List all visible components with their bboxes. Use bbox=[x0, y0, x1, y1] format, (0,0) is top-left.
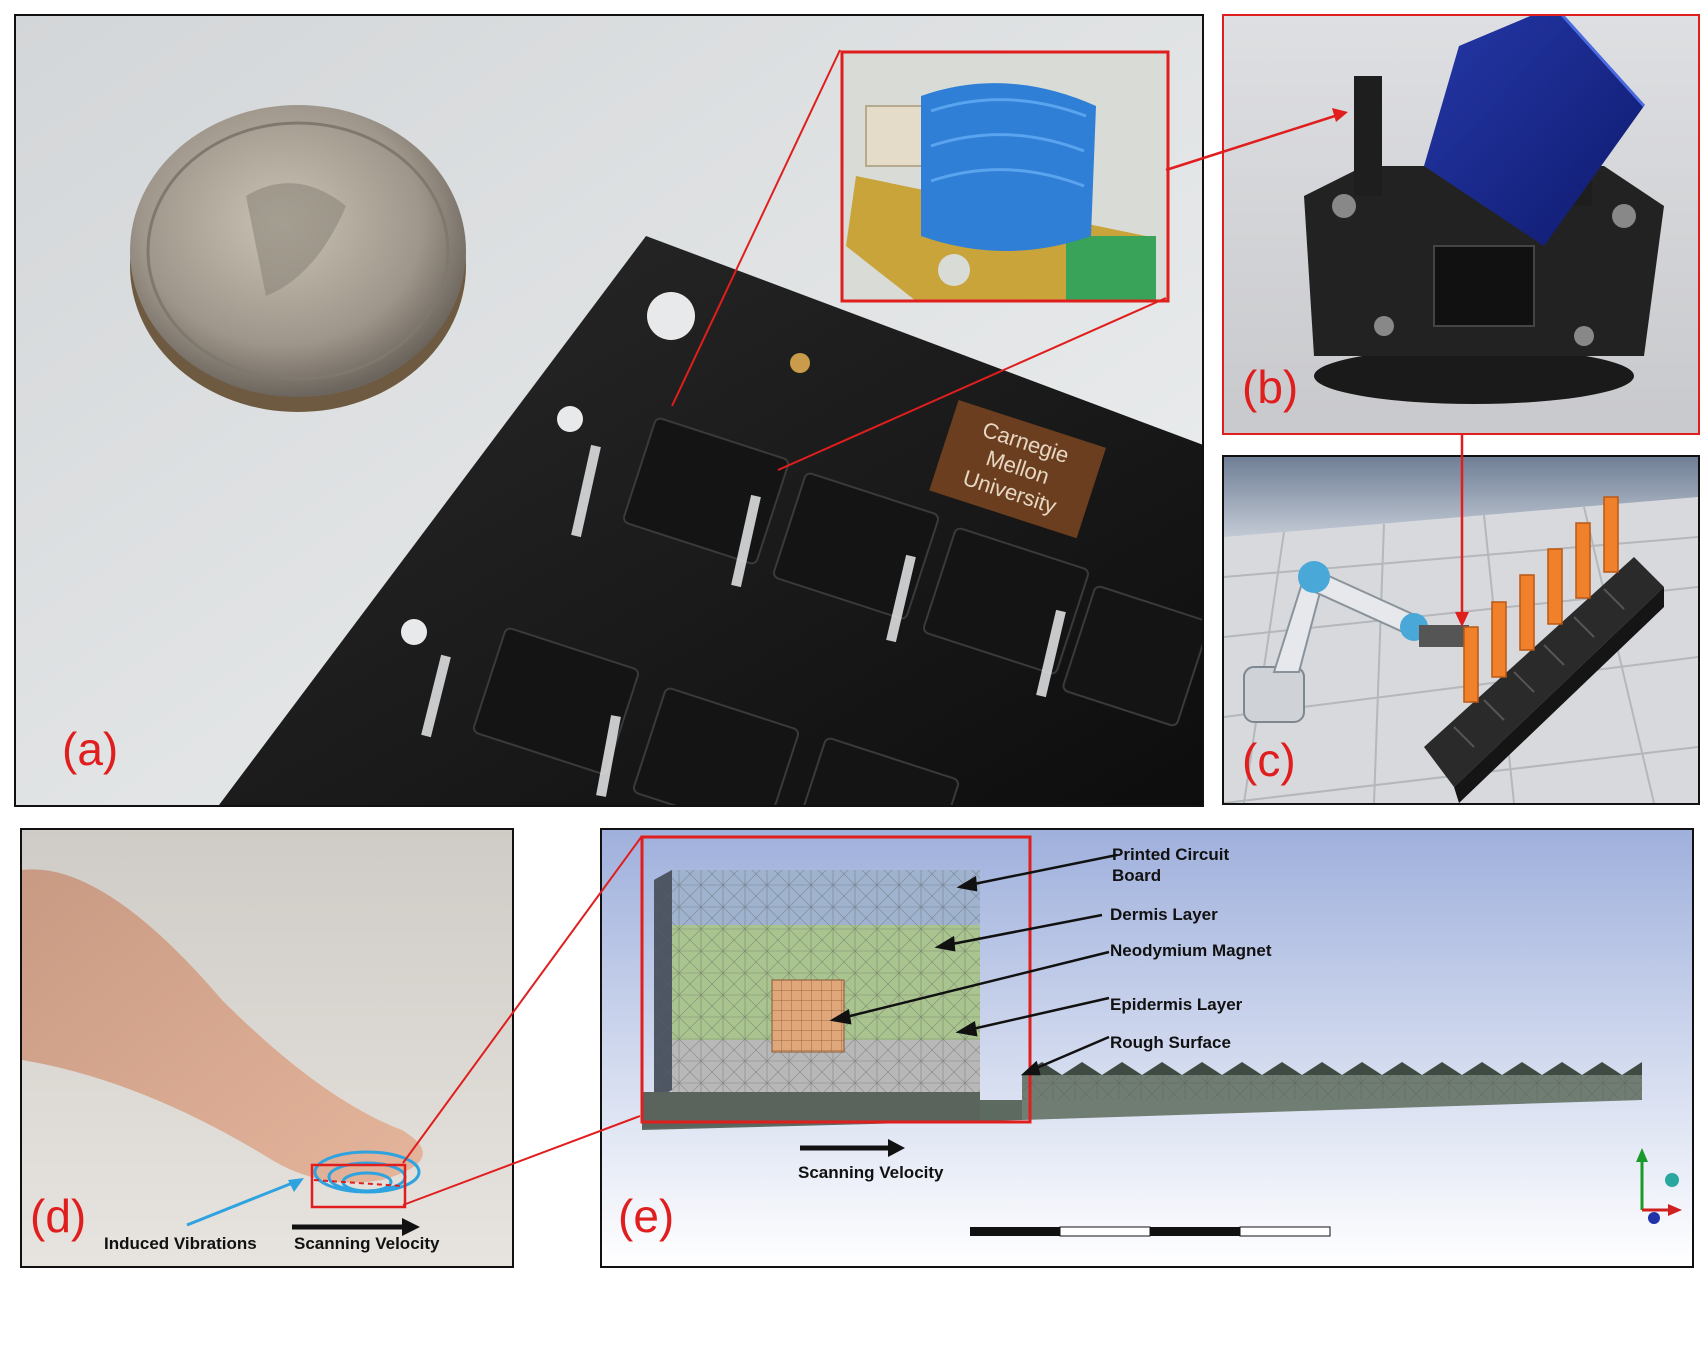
rough-surface-label: Rough Surface bbox=[1110, 1033, 1231, 1052]
panel-b: (b) bbox=[1222, 14, 1700, 435]
robot-arm bbox=[1243, 561, 1469, 723]
scale-bar bbox=[970, 1226, 1331, 1237]
epidermis-label: Epidermis Layer bbox=[1110, 995, 1243, 1014]
robot-gripper bbox=[1304, 76, 1664, 404]
panel-d-illustration bbox=[22, 830, 512, 1266]
panel-b-label: (b) bbox=[1242, 361, 1299, 413]
blue-cube bbox=[1424, 16, 1646, 246]
panel-a-label: (a) bbox=[62, 723, 119, 775]
scanning-velocity-label-e: Scanning Velocity bbox=[798, 1163, 944, 1182]
panel-e-illustration bbox=[602, 830, 1692, 1266]
scanning-velocity-label-d: Scanning Velocity bbox=[294, 1234, 440, 1253]
panel-b-illustration bbox=[1224, 16, 1698, 433]
sensor-zoom-inset bbox=[840, 50, 1170, 303]
induced-vibrations-label: Induced Vibrations bbox=[104, 1234, 257, 1253]
panel-c-illustration bbox=[1224, 457, 1698, 803]
panel-c: (c) bbox=[1222, 455, 1700, 805]
coordinate-triad bbox=[1636, 1148, 1682, 1224]
conveyor-belt bbox=[1424, 557, 1664, 803]
panel-e-label: (e) bbox=[618, 1190, 675, 1242]
vibrations-pointer-arrow bbox=[186, 1178, 301, 1227]
fem-sensor-block bbox=[642, 870, 980, 1128]
panel-a-illustration: Carnegie Mellon University bbox=[16, 16, 1202, 805]
magnet-label: Neodymium Magnet bbox=[1110, 941, 1272, 960]
panel-e: (e) Printed Circuit Board Dermis Layer N… bbox=[600, 828, 1694, 1268]
leader-arrows bbox=[829, 853, 1118, 1076]
panel-a: Carnegie Mellon University (a) bbox=[14, 14, 1204, 807]
panel-d-label: (d) bbox=[30, 1190, 87, 1242]
dermis-label: Dermis Layer bbox=[1110, 905, 1218, 924]
finger bbox=[22, 869, 423, 1183]
orange-blocks bbox=[1463, 496, 1619, 703]
panel-d: (d) Induced Vibrations Scanning Velocity bbox=[20, 828, 514, 1268]
coin bbox=[130, 105, 466, 412]
panel-c-label: (c) bbox=[1242, 734, 1296, 786]
pcb-label: Printed Circuit Board bbox=[1112, 845, 1230, 885]
